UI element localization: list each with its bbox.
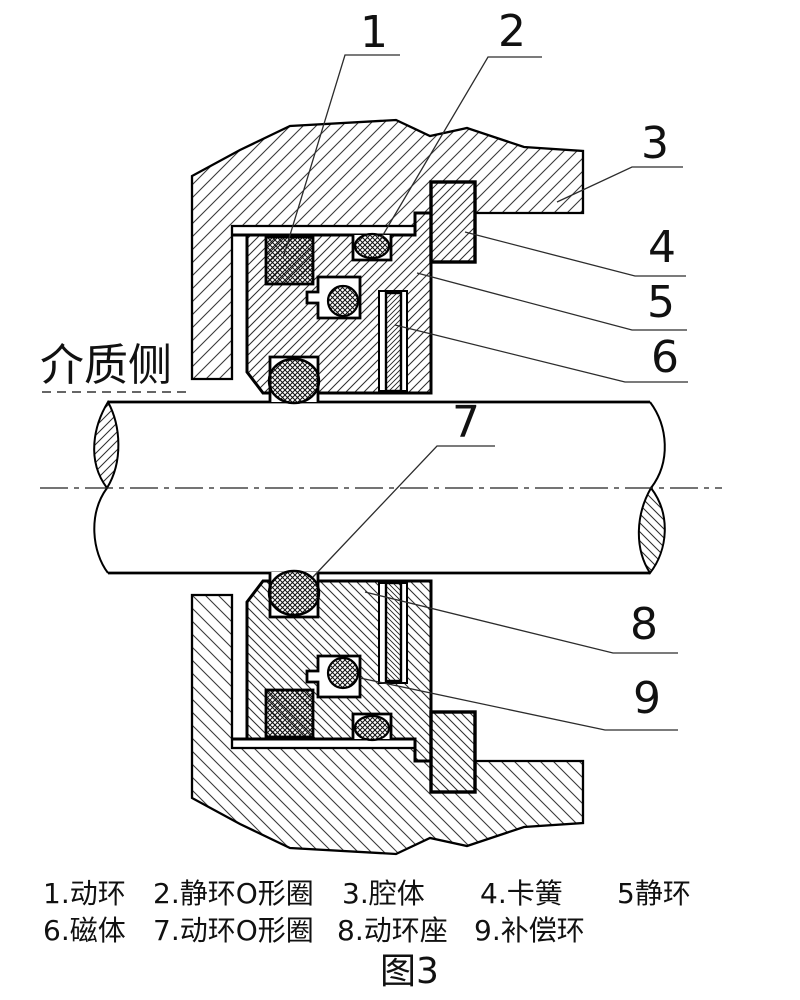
callout-1: 1 <box>360 7 388 58</box>
shaft-right-end-arc <box>649 401 666 489</box>
callout-8: 8 <box>630 599 658 650</box>
leader-5 <box>416 272 687 331</box>
callout-9: 9 <box>633 673 661 724</box>
legend-item-4: 4.卡簧 <box>480 877 563 910</box>
leader-9 <box>359 677 678 731</box>
magnet-lower <box>384 581 403 683</box>
legend-item-9: 9.补偿环 <box>474 914 585 947</box>
callout-6: 6 <box>651 332 679 383</box>
leader-4 <box>464 231 686 277</box>
figure-caption: 图3 <box>380 951 439 992</box>
shaft <box>40 391 722 575</box>
rotating-ring-upper <box>264 235 315 286</box>
callout-7: 7 <box>452 397 480 448</box>
leader-1 <box>282 54 400 259</box>
leader-7 <box>312 445 495 578</box>
spring-oring-lower <box>326 656 360 690</box>
legend: 1.动环 2.静环O形圈 3.腔体 4.卡簧 5静环 6.磁体 7.动环O形圈 … <box>43 877 691 947</box>
shaft-right-end-section <box>637 486 666 575</box>
spring-oring-upper <box>326 284 360 318</box>
legend-item-8: 8.动环座 <box>337 914 448 947</box>
rotating-ring-lower <box>264 688 315 739</box>
shaft-left-end-section <box>93 399 120 490</box>
callout-3: 3 <box>641 118 669 169</box>
stationary-ring-oring-lower <box>353 714 391 742</box>
rotating-ring-oring-lower <box>267 569 321 617</box>
upper-shaft-oring <box>267 357 321 405</box>
legend-item-7: 7.动环O形圈 <box>153 914 314 947</box>
leader-2 <box>379 56 542 241</box>
callout-5: 5 <box>647 277 675 328</box>
medium-side-label: 介质侧 <box>40 340 172 391</box>
clamp-spring-lower <box>429 710 477 794</box>
legend-item-3: 3.腔体 <box>342 877 425 910</box>
magnet-upper <box>384 291 403 393</box>
legend-item-6: 6.磁体 <box>43 914 126 947</box>
callout-2: 2 <box>498 6 526 57</box>
stationary-ring-oring-upper <box>353 232 391 260</box>
legend-item-5: 5静环 <box>617 877 691 910</box>
callout-4: 4 <box>648 222 676 273</box>
legend-item-2: 2.静环O形圈 <box>153 877 314 910</box>
shaft-left-end-arc <box>93 487 109 574</box>
leader-3 <box>556 166 683 203</box>
clamp-spring-upper <box>429 180 477 264</box>
leader-6 <box>394 324 688 383</box>
leader-8 <box>364 591 678 654</box>
legend-item-1: 1.动环 <box>43 877 126 910</box>
